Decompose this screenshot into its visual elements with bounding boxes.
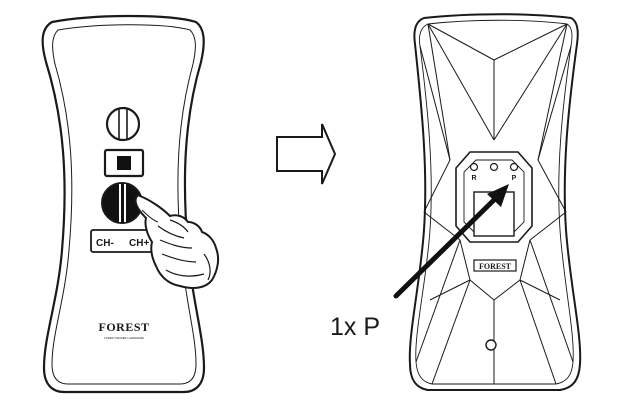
receiver-leds: R P	[469, 162, 519, 182]
pointer-arrow-icon	[393, 184, 509, 299]
led-r	[469, 162, 479, 172]
pressing-hand-icon	[134, 194, 220, 289]
remote-control: CH- CH+ FOREST FOREST DRAPERY HARDWARE	[41, 14, 220, 394]
led-p-label: P	[512, 175, 517, 182]
channel-selector: CH- CH+	[90, 229, 154, 253]
remote-brand-tagline: FOREST DRAPERY HARDWARE	[104, 336, 144, 340]
receiver-bottom-hole	[485, 339, 497, 351]
open-button[interactable]	[105, 106, 141, 142]
channel-plus-button[interactable]: CH+	[129, 238, 149, 249]
led-middle	[489, 162, 499, 172]
led-p	[509, 162, 519, 172]
receiver-facets	[415, 23, 574, 385]
receiver-brand-logo: FOREST	[479, 262, 512, 271]
remote-brand-logo: FOREST	[98, 320, 149, 334]
remote-inner-contour	[51, 24, 197, 385]
led-r-label: R	[471, 175, 476, 182]
close-button[interactable]	[101, 182, 143, 224]
press-p-instruction: 1x P	[330, 313, 380, 341]
receiver-inner-contour	[415, 19, 574, 385]
channel-minus-button[interactable]: CH-	[96, 238, 114, 249]
receiver-unit: R P FOREST	[393, 13, 582, 391]
stop-button[interactable]	[103, 148, 145, 178]
receiver-brand-badge: FOREST	[473, 259, 517, 272]
step-arrow-icon	[276, 123, 337, 185]
